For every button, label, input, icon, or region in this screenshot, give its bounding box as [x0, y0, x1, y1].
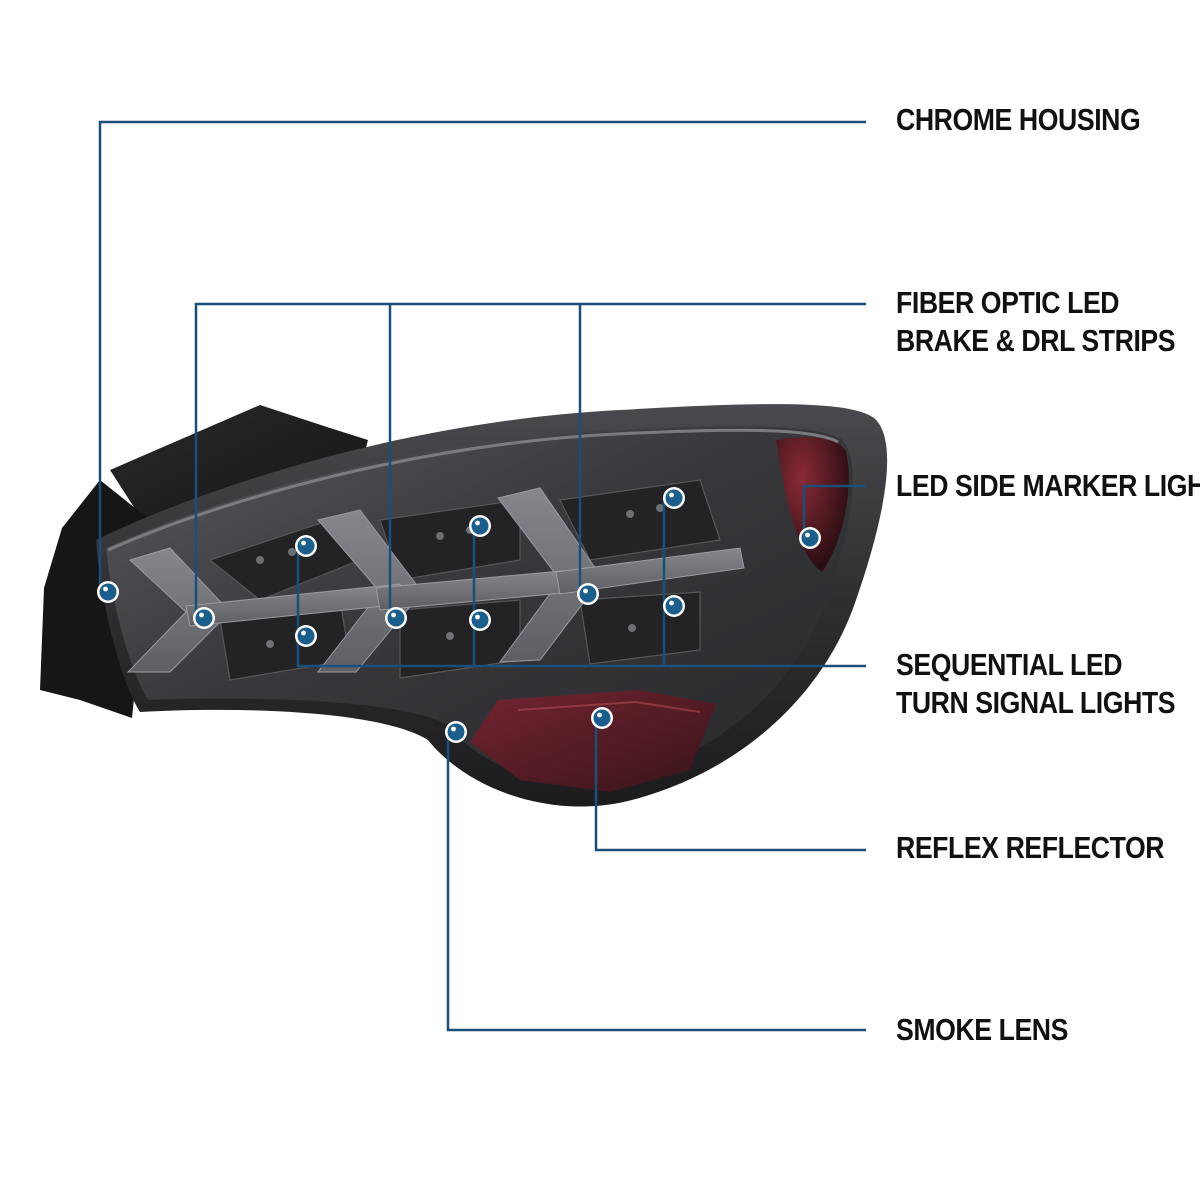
label-line: REFLEX REFLECTOR — [896, 830, 1165, 865]
label-line: SMOKE LENS — [896, 1012, 1068, 1047]
leader-smoke-lens — [446, 732, 866, 1032]
callout-marker-dot — [577, 583, 599, 605]
callout-marker-dot — [193, 607, 215, 629]
led-cavities — [208, 479, 721, 681]
label-reflex-reflector: REFLEX REFLECTOR — [896, 829, 1165, 867]
callout-marker-dot — [663, 595, 685, 617]
callout-markers — [97, 487, 821, 743]
callout-marker-dot — [445, 721, 467, 743]
callout-marker-dot — [799, 527, 821, 549]
leader-reflex — [594, 718, 866, 852]
chrome-edge — [107, 428, 839, 552]
label-smoke-lens: SMOKE LENS — [896, 1011, 1068, 1049]
fiber-optic-strips — [126, 487, 745, 673]
label-fiber-optic-strips: FIBER OPTIC LED BRAKE & DRL STRIPS — [896, 284, 1176, 360]
label-line: TURN SIGNAL LIGHTS — [896, 685, 1176, 720]
callout-marker-dot — [663, 487, 685, 509]
callout-marker-dot — [469, 515, 491, 537]
side-marker-lens — [776, 437, 849, 572]
callout-marker-dot — [385, 607, 407, 629]
callout-marker-dot — [295, 535, 317, 557]
callout-lines — [98, 120, 866, 1032]
label-line: CHROME HOUSING — [896, 102, 1141, 137]
reflector-lens — [470, 690, 716, 792]
callout-marker-dot — [97, 581, 119, 603]
leader-side-marker — [802, 484, 866, 538]
label-line: SEQUENTIAL LED — [896, 647, 1123, 682]
label-line: BRAKE & DRL STRIPS — [896, 323, 1176, 358]
label-line: LED SIDE MARKER LIGHT — [896, 468, 1200, 503]
callout-marker-dot — [469, 609, 491, 631]
label-sequential-turn-signal: SEQUENTIAL LED TURN SIGNAL LIGHTS — [896, 646, 1176, 722]
label-side-marker-light: LED SIDE MARKER LIGHT — [896, 467, 1200, 505]
callout-marker-dot — [295, 625, 317, 647]
leader-fiber-optic — [194, 302, 866, 618]
label-chrome-housing: CHROME HOUSING — [896, 101, 1141, 139]
led-dots — [256, 504, 664, 648]
callout-marker-dot — [591, 707, 613, 729]
label-line: FIBER OPTIC LED — [896, 285, 1120, 320]
